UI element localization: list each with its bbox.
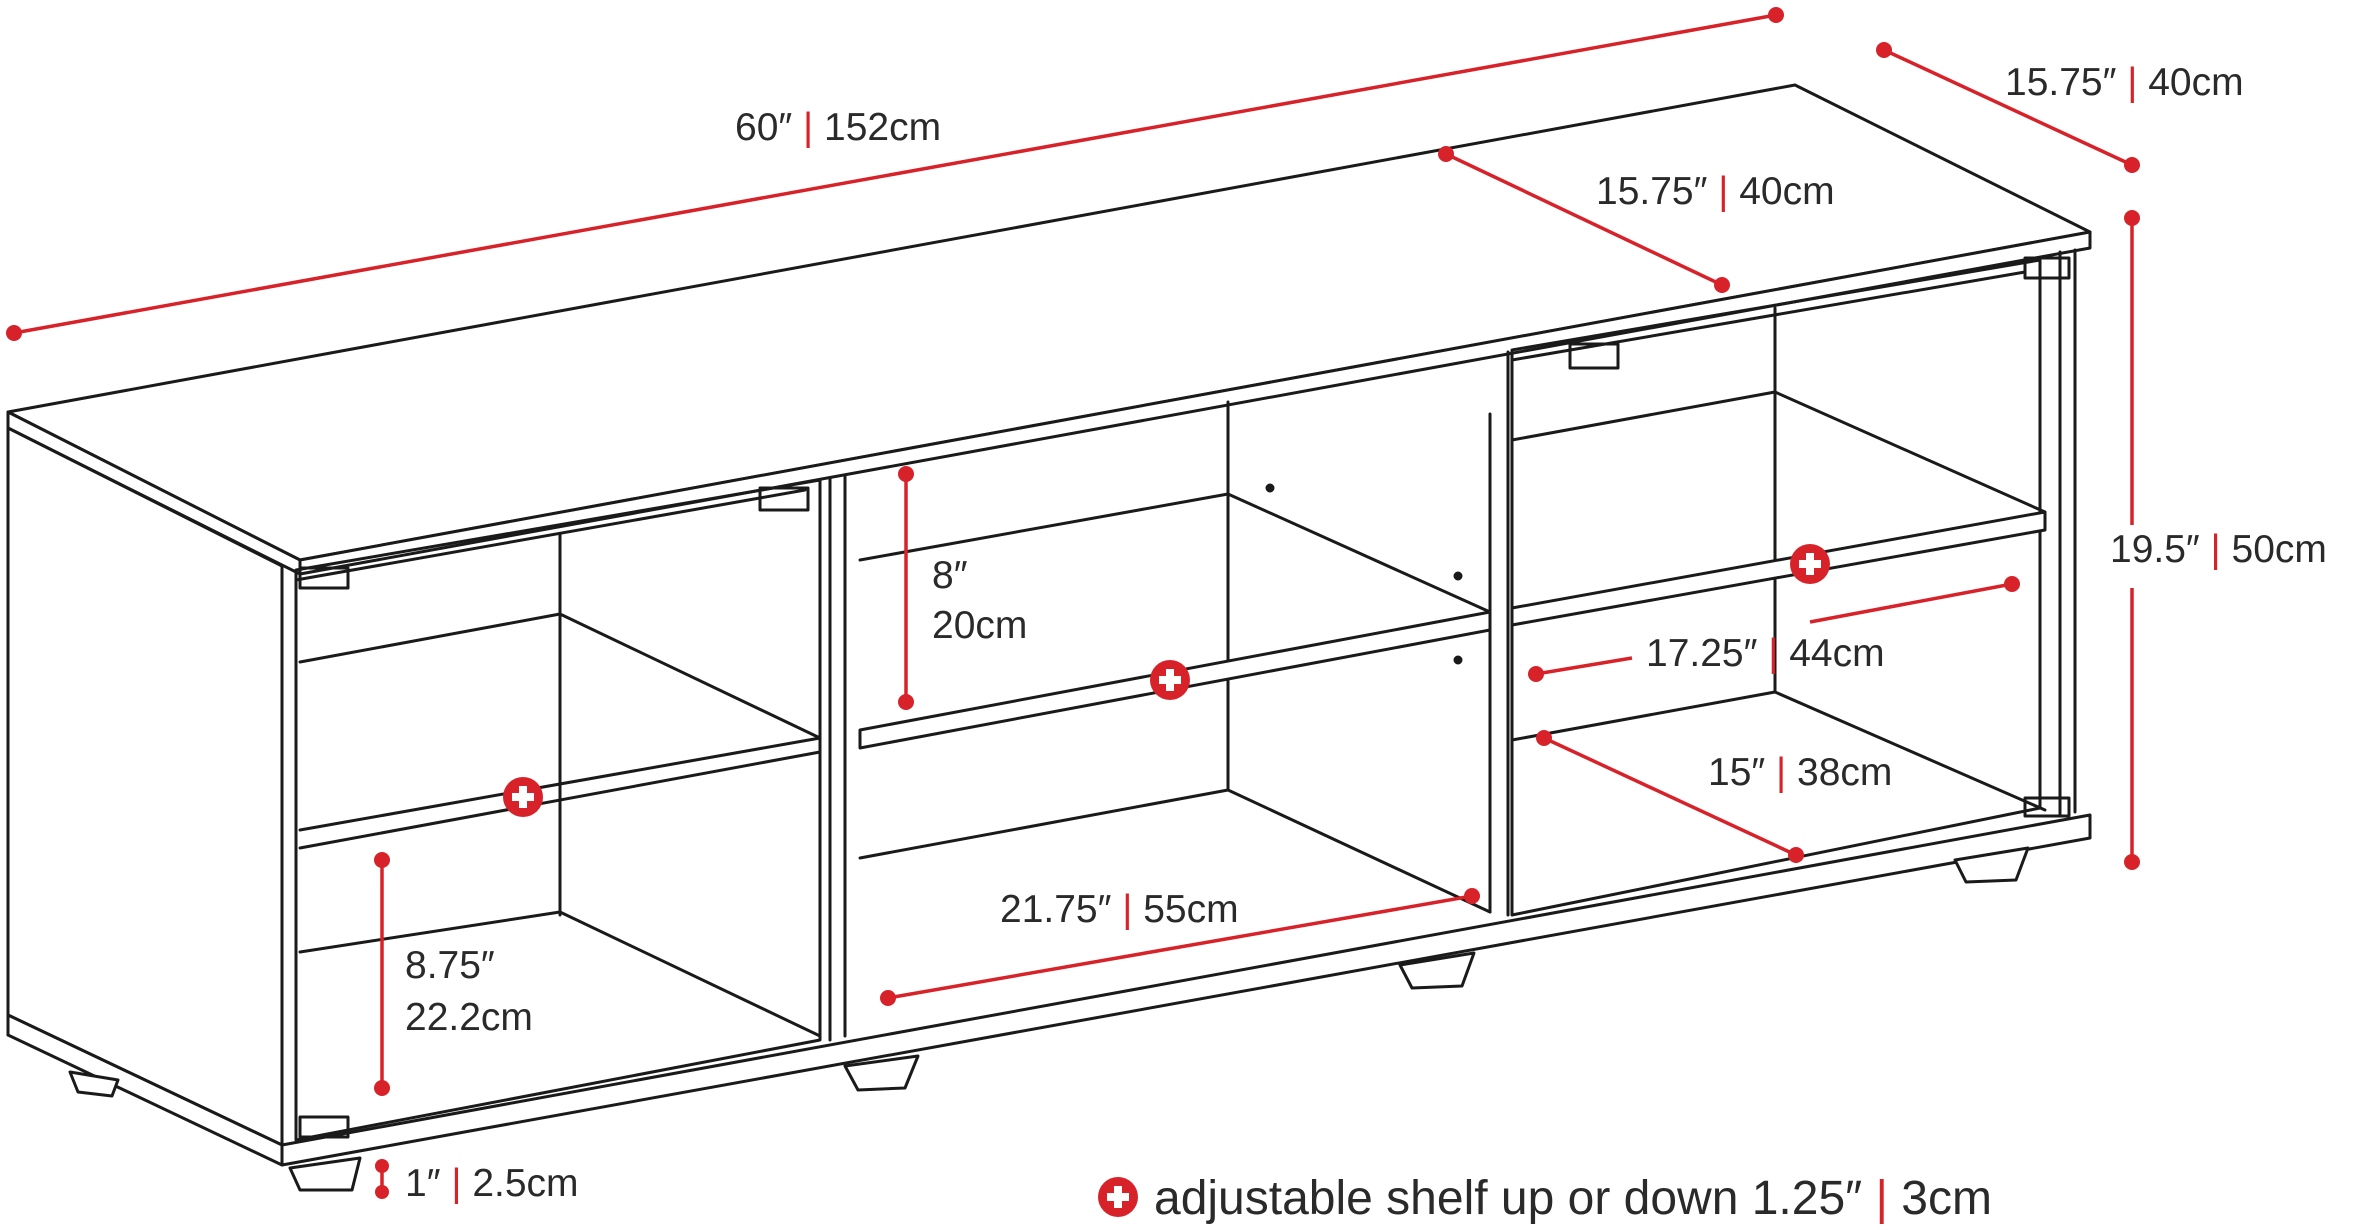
- plus-circle-icon: [1150, 660, 1190, 700]
- shelf-peg-hole-3: [1453, 655, 1463, 665]
- right-door-top-hinge: [1568, 342, 1620, 370]
- left-door-top-rail: [294, 488, 807, 582]
- dim-line-center-width: [887, 894, 1473, 1000]
- legend: adjustable shelf up or down 1.25″ | 3cm: [1098, 1172, 1992, 1225]
- center-shelf-back: [858, 492, 1492, 614]
- dim-line-right-shelf-depth: [1543, 736, 1797, 857]
- label-overall-width: 60″ | 152cm: [735, 106, 941, 149]
- left-door-bottom-hinge: [298, 1115, 350, 1139]
- shelf-peg-hole: [1265, 483, 1275, 493]
- bottom-base-edge: [280, 813, 2092, 1167]
- left-door-top-hinge-2: [758, 486, 810, 512]
- label-center-shelf-gap-metric: 20cm: [932, 604, 1027, 647]
- label-leg-height: 1″ | 2.5cm: [405, 1162, 579, 1205]
- dim-line-overall-width: [13, 13, 1777, 335]
- right-floor: [1510, 690, 2047, 812]
- right-shelf-front: [1510, 510, 2047, 627]
- left-shelf-front: [298, 736, 822, 850]
- label-left-shelf-gap-metric: 22.2cm: [405, 996, 533, 1039]
- right-shelf-back: [1510, 390, 2047, 514]
- plus-circle-icon: [503, 777, 543, 817]
- foot-front-left: [288, 1156, 362, 1192]
- label-right-shelf-depth: 15″ | 38cm: [1708, 751, 1892, 794]
- shelf-peg-hole-2: [1453, 571, 1463, 581]
- foot-front-right: [1953, 846, 2030, 884]
- center-floor: [858, 788, 1492, 914]
- legend-text: adjustable shelf up or down 1.25″ | 3cm: [1154, 1172, 1992, 1225]
- label-overall-depth: 15.75″ | 40cm: [2005, 61, 2244, 104]
- right-door-top-hinge-2: [2023, 256, 2071, 280]
- label-overall-height: 19.5″ | 50cm: [2110, 528, 2327, 571]
- foot-front-right-center: [1398, 951, 1476, 990]
- plus-circle-icon: [1098, 1177, 1138, 1217]
- dim-line-overall-depth: [1883, 48, 2133, 167]
- right-door-bottom-hinge: [2023, 796, 2071, 818]
- dim-line-right-shelf-width-left: [1535, 656, 1633, 676]
- plus-circle-icon: [1790, 544, 1830, 584]
- label-left-shelf-gap-imperial: 8.75″: [405, 944, 495, 987]
- top-panel: [6, 83, 2092, 562]
- left-door-glass: [294, 478, 822, 1142]
- left-door-top-hinge: [298, 566, 350, 590]
- dim-line-inner-depth: [1445, 152, 1723, 287]
- dim-line-right-shelf-width-right: [1809, 582, 2013, 624]
- foot-front-center: [843, 1054, 920, 1092]
- left-shelf-back: [298, 612, 822, 740]
- foot-back-left: [68, 1070, 120, 1098]
- tv-stand-outline: [6, 83, 2092, 1192]
- dimension-lines: [6, 7, 2140, 1199]
- label-center-shelf-gap-imperial: 8″: [932, 554, 968, 597]
- label-center-width: 21.75″ | 55cm: [1000, 888, 1239, 931]
- label-right-shelf-width: 17.25″ | 44cm: [1646, 632, 1885, 675]
- left-floor: [298, 910, 822, 1038]
- label-inner-depth: 15.75″ | 40cm: [1596, 170, 1835, 213]
